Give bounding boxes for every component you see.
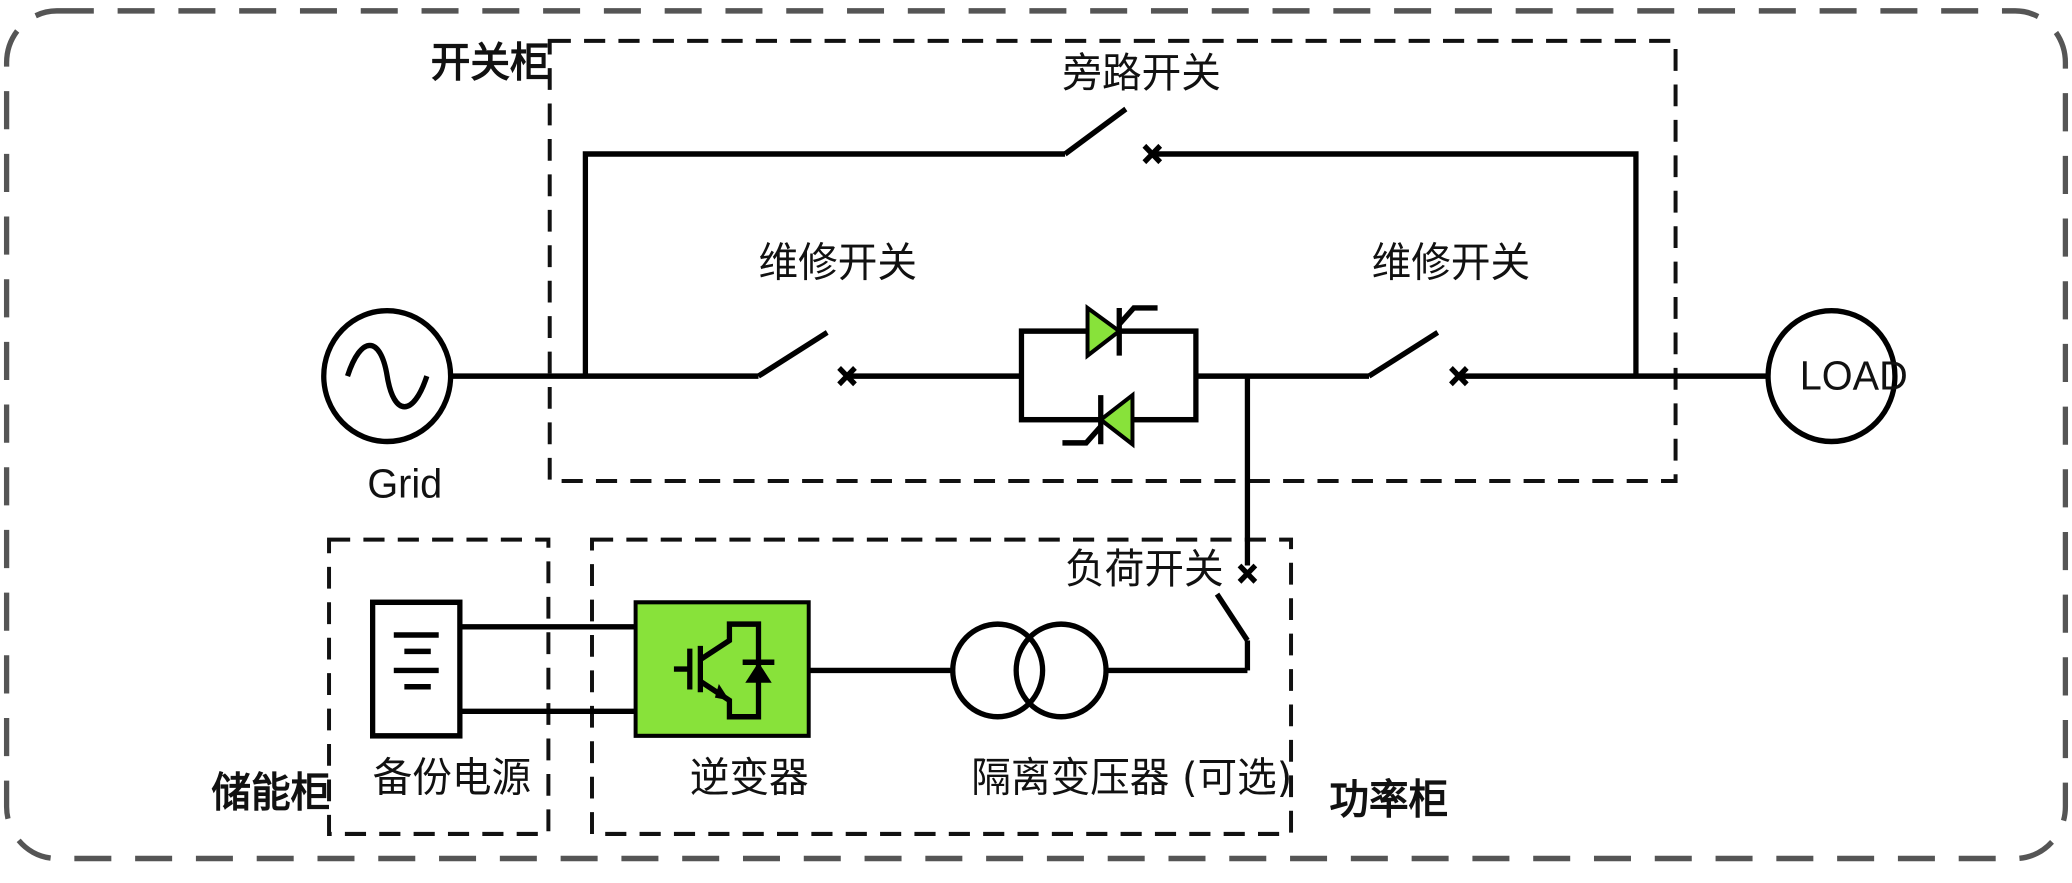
grid-source xyxy=(321,307,454,445)
maintenance-switch-left xyxy=(757,330,857,387)
grid-label: Grid xyxy=(367,461,442,507)
power-cabinet-box xyxy=(590,537,1294,836)
maintenance-switch-left-label: 维修开关 xyxy=(759,240,918,287)
isolation-transformer-label: 隔离变压器 (可选) xyxy=(971,755,1292,802)
switch-cabinet-label: 开关柜 xyxy=(431,40,550,87)
power-cabinet-label: 功率柜 xyxy=(1329,777,1448,824)
inverter-label: 逆变器 xyxy=(690,755,809,802)
maintenance-switch-right-label: 维修开关 xyxy=(1372,240,1531,287)
isolation-transformer xyxy=(810,621,1248,720)
storage-cabinet-box xyxy=(327,537,551,836)
load-switch-label: 负荷开关 xyxy=(1065,547,1224,594)
load-label: LOAD xyxy=(1800,353,1908,399)
load-switch xyxy=(1214,563,1258,671)
outer-frame xyxy=(3,8,2069,862)
backup-power xyxy=(370,599,463,739)
transformer-icon xyxy=(1013,621,1109,720)
bypass-switch xyxy=(1063,106,1163,165)
thyristor-icon xyxy=(1085,304,1123,360)
switch-cabinet-box xyxy=(547,38,1678,484)
inverter-box xyxy=(633,600,811,738)
igbt-diode-icon xyxy=(673,621,775,720)
thyristor-icon xyxy=(1097,391,1135,449)
bypass-line-right xyxy=(1152,151,1639,377)
battery-icon xyxy=(370,599,463,739)
bypass-switch-label: 旁路开关 xyxy=(1062,51,1221,98)
storage-cabinet-label: 储能柜 xyxy=(211,770,330,817)
thyristor-pair xyxy=(1018,304,1199,449)
inverter xyxy=(633,600,811,738)
maintenance-switch-right xyxy=(1367,330,1469,387)
bypass-line-left xyxy=(582,151,1066,377)
backup-power-label: 备份电源 xyxy=(373,755,532,802)
